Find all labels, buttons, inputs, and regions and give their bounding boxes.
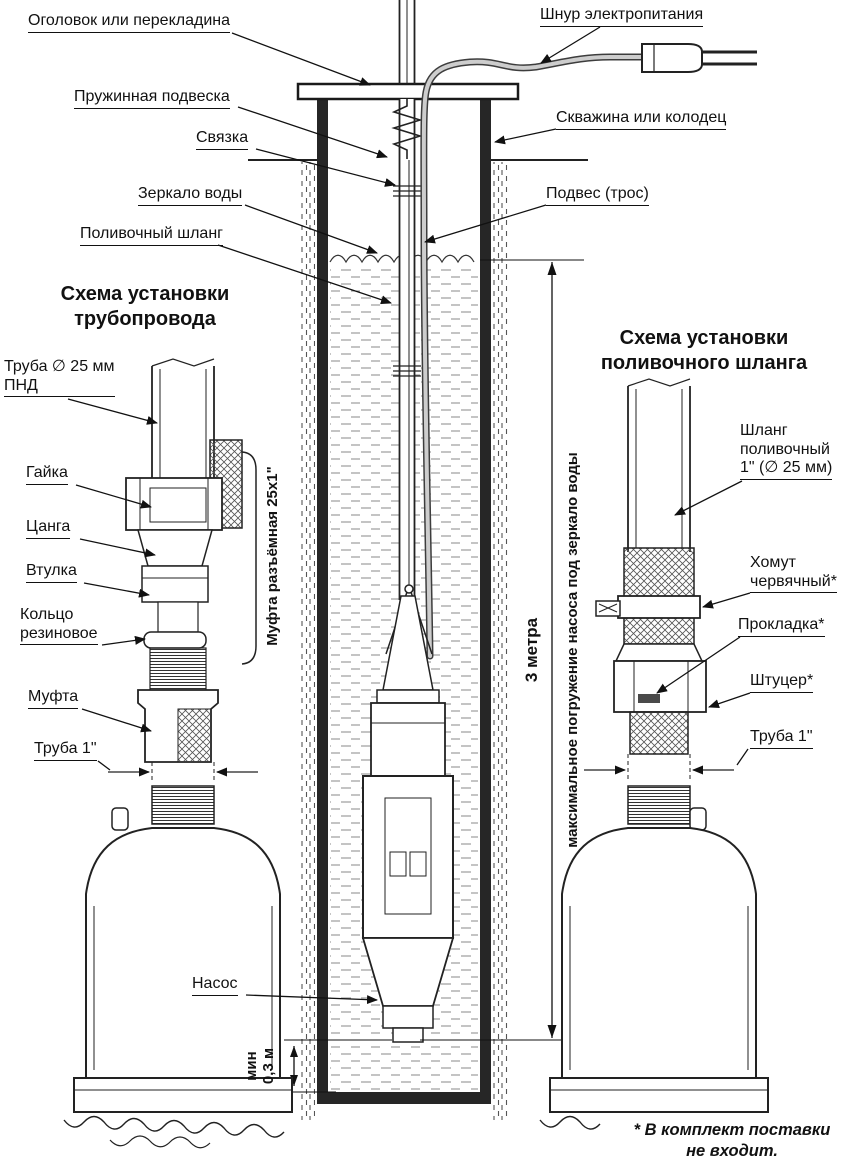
label-pipe-1inch-left: Труба 1" [34,740,97,761]
pipe-assembly-pump [63,785,293,1149]
well-casing [296,82,520,1104]
dim-3-meters: 3 метра [522,617,541,683]
rubber-ring [143,631,207,649]
label-spring: Пружинная подвеска [74,88,230,109]
footnote: * В комплект поставки не входит. [604,1120,860,1163]
label-gasket: Прокладка* [738,616,825,637]
label-well: Скважина или колодец [556,109,727,130]
collet [137,529,213,567]
label-water-level: Зеркало воды [138,185,243,206]
power-plug [641,43,757,73]
label-pipe-25mm: Труба ∅ 25 мм ПНД [4,358,115,398]
label-power-cord: Шнур электропитания [540,6,704,27]
hose-diagram-title: Схема установки поливочного шланга [600,327,808,374]
label-rubber-ring: Кольцо резиновое [20,606,98,646]
tie-band-lower [393,365,421,377]
dimension-lines [284,259,584,1093]
label-union-coupling: Муфта разъёмная 25х1" [263,466,281,646]
ground-hatch [248,159,588,1120]
worm-clamp [617,595,701,619]
dim-max-depth: максимальное погружение насоса под зерка… [563,452,581,848]
label-nut: Гайка [26,464,68,485]
label-headstock: Оголовок или перекладина [28,12,230,33]
label-pipe-1inch-right: Труба 1" [750,728,813,749]
bracket [241,451,257,665]
label-collet: Цанга [26,518,71,539]
label-hose-1inch: Шланг поливочный 1" (∅ 25 мм) [740,422,833,480]
submersible-pump [361,595,455,1043]
label-suspension-cable: Подвес (трос) [546,185,649,206]
gasket [638,694,660,703]
hose-assembly-pump [539,785,769,1130]
threaded-nipple [151,785,215,825]
spring [391,99,423,159]
power-cord [420,53,648,660]
dim-min-depth: мин 0,3 м [242,1047,277,1085]
pipe-diagram-title: Схема установки трубопровода [60,283,230,330]
pipe-assembly [108,358,258,780]
hose-assembly [584,378,734,779]
label-bushing: Втулка [26,562,77,583]
hose-and-cable [393,0,421,600]
label-coupling: Муфта [28,688,79,709]
label-worm-clamp: Хомут червячный* [750,554,837,594]
headstock-bar [296,82,520,101]
tie-band-upper [393,185,421,197]
bushing [141,565,209,603]
pump-body [561,827,757,1079]
pump-body [85,827,281,1079]
leader-lines [67,26,751,1005]
label-tie: Связка [196,129,249,150]
label-pump: Насос [192,975,238,996]
label-fitting: Штуцер* [750,672,814,693]
label-watering-hose: Поливочный шланг [80,225,223,246]
threaded-nipple [627,785,691,825]
